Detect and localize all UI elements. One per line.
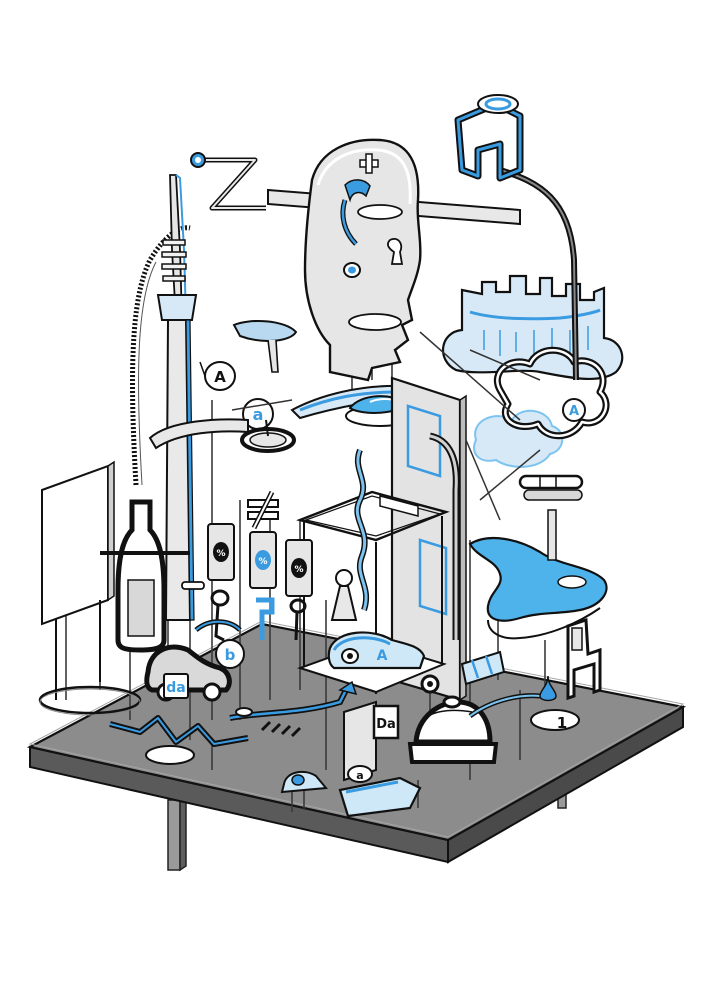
small-a-base: [338, 765, 422, 818]
small-clip: [420, 674, 440, 694]
keyhole-shape: [330, 569, 358, 621]
tag-cards: % % %: [207, 523, 313, 597]
blue-car-label: A: [377, 648, 388, 664]
not-equal-sign: [247, 490, 279, 530]
da-box: [343, 700, 400, 782]
small-circle-label: a: [356, 769, 363, 782]
whiteboard-easel: [38, 460, 142, 716]
car-label: da: [166, 680, 185, 696]
circle-a-lower-label: a: [253, 405, 264, 424]
tv-tower: [156, 174, 198, 621]
car-circle-badge: [194, 619, 245, 669]
svg-text:%: %: [216, 549, 225, 559]
hole-number: 1: [557, 714, 567, 732]
blue-outline-car: [327, 631, 426, 670]
cloud-outline: [493, 346, 610, 440]
bracket-arm: [190, 152, 266, 211]
zigzag-track: [109, 715, 249, 747]
blue-ribbon: [354, 448, 370, 611]
blue-lake: [468, 509, 608, 640]
cloud-circle-label: A: [569, 404, 579, 419]
keys: [181, 581, 307, 642]
circle-a-badge: [199, 361, 236, 391]
car-circle-label: b: [225, 646, 236, 664]
chain-strip: [130, 225, 191, 486]
bottle: [100, 499, 190, 653]
blue-snail: [280, 770, 328, 794]
box-label: Da: [376, 717, 396, 732]
blue-bench: [460, 650, 506, 686]
svg-text:%: %: [258, 557, 267, 567]
svg-text:%: %: [294, 565, 303, 575]
platform-holes: [145, 709, 580, 765]
chair: [566, 617, 602, 701]
top-right-bracket: [454, 94, 524, 182]
toy-car: [144, 644, 232, 702]
stacked-bars: [518, 474, 584, 501]
diagonal-rods: [231, 331, 541, 521]
striped-ramp: [229, 680, 358, 738]
head-profile: [303, 138, 422, 382]
tower-circle-label: A: [214, 368, 226, 386]
right-blue-curve: [468, 675, 557, 719]
letter-a-circle: [240, 398, 296, 453]
spoon-paddle: [232, 320, 298, 373]
curved-blade: [148, 418, 249, 450]
